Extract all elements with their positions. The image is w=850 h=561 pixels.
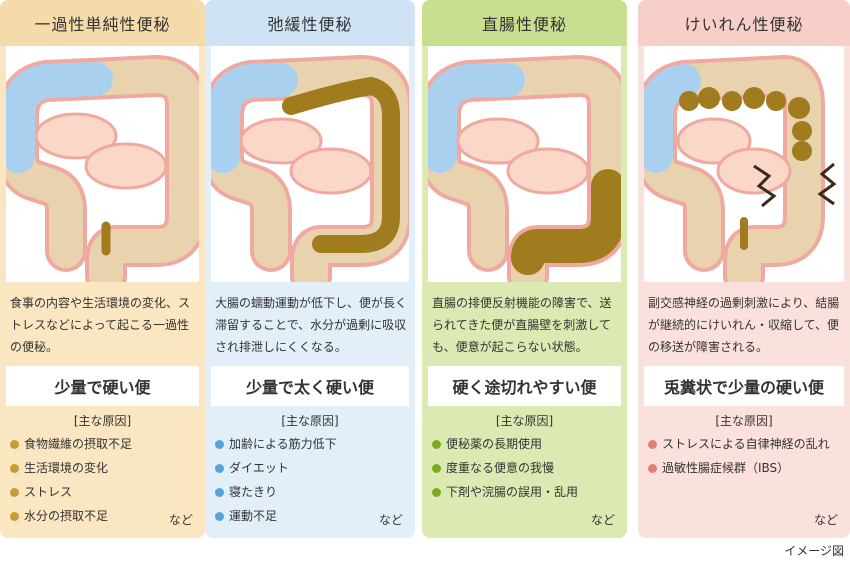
cause-item: 寝たきり [215,482,405,502]
causes-section: [主な原因] ストレスによる自律神経の乱れ 過敏性腸症候群（IBS） など [638,406,850,538]
card-title: 弛緩性便秘 [205,0,415,46]
etc-label: など [813,513,838,527]
card-summary: 兎糞状で少量の硬い便 [644,366,844,406]
cause-item: ストレス [10,482,195,502]
causes-section: [主な原因] 便秘薬の長期使用 度重なる便意の我慢 下剤や浣腸の誤用・乱用 など [422,406,627,538]
colon-illustration [211,46,409,282]
etc-label: など [590,513,615,527]
colon-icon [644,55,837,282]
cause-item: 生活環境の変化 [10,458,195,478]
causes-title: [主な原因] [281,414,339,428]
card-summary: 少量で太く硬い便 [211,366,409,406]
cause-item: 食物繊維の摂取不足 [10,434,195,454]
etc-label: など [378,513,403,527]
card-spastic-constipation: けいれん性便秘 副交感神経の過剰刺激により、結腸が継続的にけいれん・収縮して、便… [638,0,850,538]
cause-item: 水分の摂取不足 [10,506,195,526]
causes-title: [主な原因] [715,414,773,428]
cause-item: ストレスによる自律神経の乱れ [648,434,840,454]
cause-item: 運動不足 [215,506,405,526]
cause-item: 便秘薬の長期使用 [432,434,617,454]
card-description: 直腸の排便反射機能の障害で、送られてきた便が直腸壁を刺激しても、便意が起こらない… [432,296,612,354]
cause-item: 度重なる便意の我慢 [432,458,617,478]
spasm-icon [753,164,777,208]
colon-icon [428,55,621,282]
card-transient-constipation: 一過性単純性便秘 食事の内容や生活環境の変化、ストレスなどによって起こる一過性の… [0,0,205,538]
spasm-icon [817,162,837,206]
card-description: 食事の内容や生活環境の変化、ストレスなどによって起こる一過性の便秘。 [10,296,191,354]
card-description: 副交感神経の過剰刺激により、結腸が継続的にけいれん・収縮して、便の移送が障害され… [648,296,840,354]
cause-item: ダイエット [215,458,405,478]
causes-title: [主な原因] [495,414,554,428]
card-rectal-constipation: 直腸性便秘 直腸の排便反射機能の障害で、送られてきた便が直腸壁を刺激しても、便意… [422,0,627,538]
cause-item: 過敏性腸症候群（IBS） [648,458,840,478]
cause-item: 加齢による筋力低下 [215,434,405,454]
card-title: けいれん性便秘 [638,0,850,46]
card-atonic-constipation: 弛緩性便秘 大腸の蠕動運動が低下し、便が長く滞留することで、水分が過剰に吸収され… [205,0,415,538]
causes-section: [主な原因] 加齢による筋力低下 ダイエット 寝たきり 運動不足 など [205,406,415,538]
colon-icon [211,55,409,282]
card-summary: 少量で硬い便 [6,366,199,406]
colon-illustration [644,46,844,282]
cause-item: 下剤や浣腸の誤用・乱用 [432,482,617,502]
card-title: 直腸性便秘 [422,0,627,46]
causes-section: [主な原因] 食物繊維の摂取不足 生活環境の変化 ストレス 水分の摂取不足 など [0,406,205,538]
causes-title: [主な原因] [73,414,132,428]
colon-illustration [6,46,199,282]
card-title: 一過性単純性便秘 [0,0,205,46]
colon-icon [6,55,199,282]
colon-illustration [428,46,621,282]
etc-label: など [168,513,193,527]
card-description: 大腸の蠕動運動が低下し、便が長く滞留することで、水分が過剰に吸収され排泄しにくく… [215,296,408,354]
card-summary: 硬く途切れやすい便 [428,366,621,406]
image-note: イメージ図 [784,544,844,558]
